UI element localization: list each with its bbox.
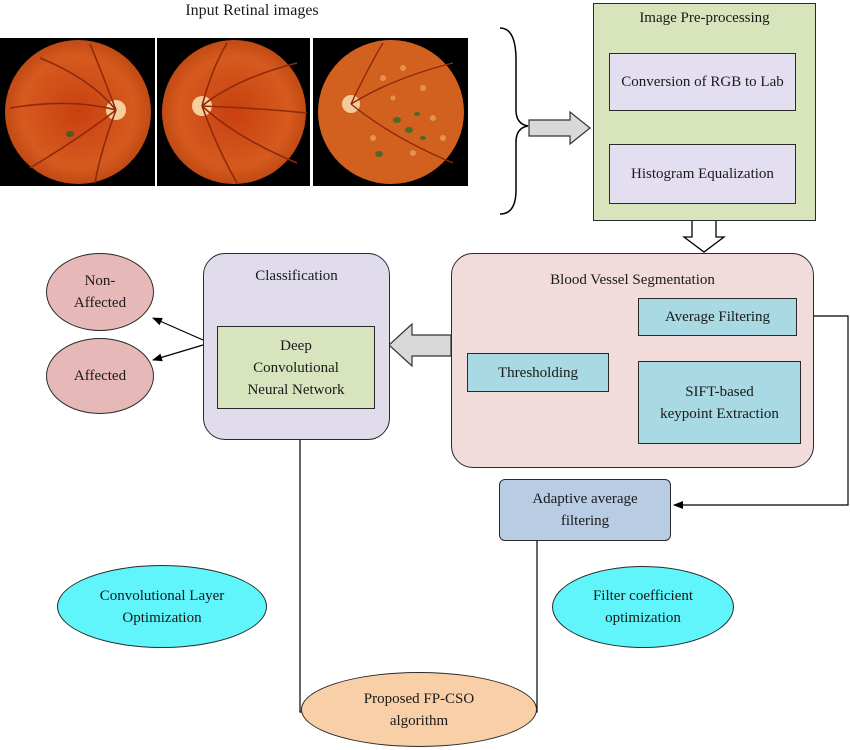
- average-filtering-box: Average Filtering: [638, 298, 797, 336]
- proposed-fp-cso-label: Proposed FP-CSO algorithm: [363, 690, 475, 729]
- thresholding-box: Thresholding: [467, 353, 609, 392]
- arrow-to-affected: [152, 344, 204, 362]
- filter-coefficient-optimization-label: Filter coefficient optimization: [592, 588, 694, 626]
- average-filtering-label: Average Filtering: [664, 309, 771, 325]
- step-histogram-equalization: Histogram Equalization: [609, 144, 796, 204]
- sift-label: SIFT-based keypoint Extraction: [660, 383, 779, 422]
- adaptive-filtering-label: Adaptive average filtering: [532, 491, 638, 529]
- proposed-fp-cso-ellipse: Proposed FP-CSO algorithm: [301, 672, 537, 747]
- deep-cnn-box: Deep Convolutional Neural Network: [217, 326, 375, 409]
- classification-title: Classification: [255, 268, 338, 284]
- affected-label: Affected: [73, 368, 127, 384]
- arrow-to-segmentation: [682, 219, 726, 253]
- conv-layer-optimization-ellipse: Convolutional Layer Optimization: [57, 565, 267, 648]
- step-rgb-to-lab-label: Conversion of RGB to Lab: [621, 74, 784, 90]
- arrow-to-preprocessing: [528, 110, 591, 146]
- preprocessing-title: Image Pre-processing: [639, 10, 770, 26]
- deep-cnn-label: Deep Convolutional Neural Network: [247, 337, 345, 398]
- conv-layer-optimization-label: Convolutional Layer Optimization: [99, 587, 225, 626]
- arrow-to-nonaffected: [152, 317, 204, 341]
- adaptive-filtering-box: Adaptive average filtering: [499, 479, 671, 541]
- retinal-image-1: [0, 38, 155, 186]
- filter-coefficient-optimization-ellipse: Filter coefficient optimization: [552, 566, 734, 648]
- step-rgb-to-lab: Conversion of RGB to Lab: [609, 53, 796, 111]
- non-affected-ellipse: Non-Affected: [46, 253, 154, 331]
- retinal-image-3: [313, 38, 468, 186]
- input-brace: [499, 27, 529, 215]
- input-images-caption: Input Retinal images: [185, 2, 319, 19]
- thresholding-label: Thresholding: [498, 364, 578, 381]
- affected-ellipse: Affected: [46, 338, 154, 414]
- retinal-image-2: [157, 38, 310, 186]
- segmentation-title: Blood Vessel Segmentation: [550, 272, 715, 288]
- sift-box: SIFT-based keypoint Extraction: [638, 361, 801, 444]
- connector-avgfilter-to-adaptive: [673, 315, 849, 509]
- step-histogram-label: Histogram Equalization: [631, 166, 774, 182]
- arrow-to-classification: [388, 322, 452, 368]
- non-affected-label: Non-Affected: [73, 273, 127, 311]
